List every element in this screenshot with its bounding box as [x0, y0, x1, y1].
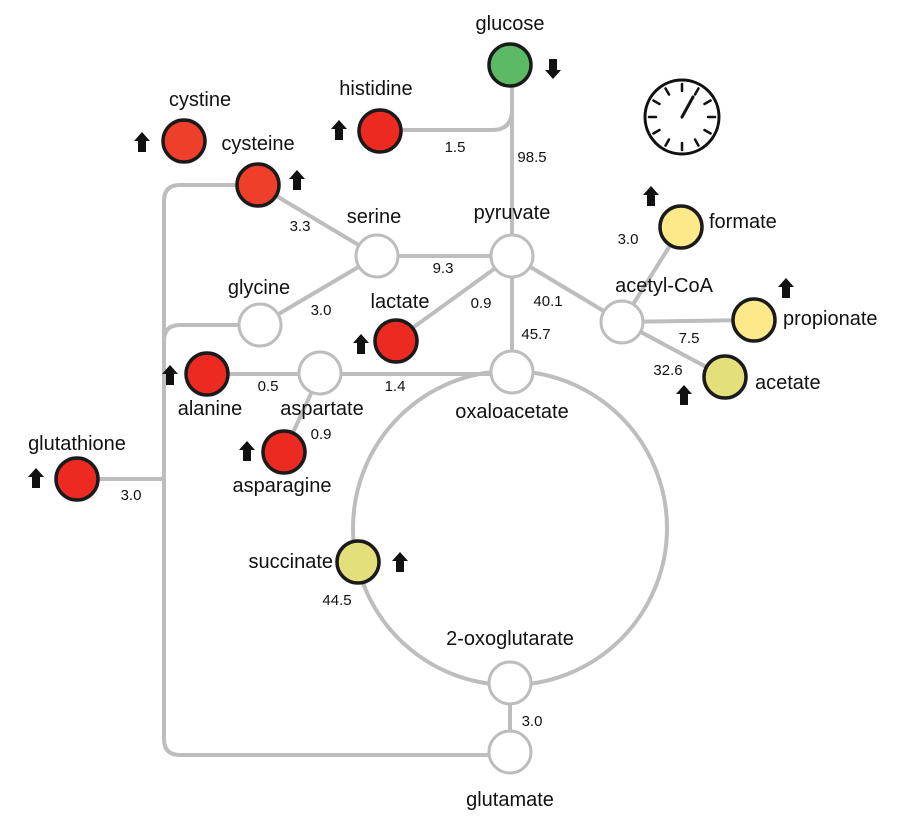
- edge-glycine-serine: [258, 254, 379, 327]
- arrow-up-icon: [134, 132, 150, 152]
- arrow-up-icon: [643, 186, 659, 206]
- flux-aspartate-oxaloacetate: 1.4: [385, 378, 406, 395]
- arrow-up-icon: [778, 278, 794, 298]
- formate-label: formate: [709, 211, 777, 233]
- flux-propionate: 7.5: [679, 330, 700, 347]
- arrow-up-icon: [353, 334, 369, 354]
- pyruvate-label: pyruvate: [474, 202, 551, 224]
- acetate-label: acetate: [755, 372, 821, 394]
- flux-asparagine: 0.9: [311, 426, 332, 443]
- arrow-up-icon: [331, 120, 347, 140]
- arrow-up-icon: [28, 468, 44, 488]
- flux-serine-pyruvate: 9.3: [433, 260, 454, 277]
- acetate-node: [702, 354, 748, 400]
- flux-histidine-pyruvate: 1.5: [445, 139, 466, 156]
- flux-glycine-serine: 3.0: [311, 302, 332, 319]
- oxoglutarate-node: [487, 660, 533, 706]
- lactate-node: [373, 318, 419, 364]
- arrow-up-icon: [676, 385, 692, 405]
- pyruvate-node: [489, 233, 535, 279]
- glycine-label: glycine: [228, 277, 290, 299]
- propionate-label: propionate: [783, 308, 878, 330]
- histidine-label: histidine: [339, 78, 412, 100]
- alanine-node: [184, 351, 230, 397]
- flux-glucose-pyruvate: 98.5: [517, 149, 546, 166]
- flux-alanine: 0.5: [258, 378, 279, 395]
- glucose-node: [487, 42, 533, 88]
- flux-lactate-pyruvate: 0.9: [471, 295, 492, 312]
- aspartate-label: aspartate: [280, 398, 363, 420]
- flux-labels: 1.5 98.5 3.3 9.3 3.0 0.9 40.1 45.7 3.0 7…: [121, 139, 700, 730]
- edge-left-bus: [162, 183, 512, 757]
- cysteine-node: [235, 162, 281, 208]
- glucose-label: glucose: [476, 13, 545, 35]
- cysteine-label: cysteine: [221, 133, 294, 155]
- arrow-up-icon: [239, 441, 255, 461]
- arrow-up-icon: [392, 552, 408, 572]
- oxaloacetate-node: [489, 349, 535, 395]
- arrow-down-icon: [545, 59, 561, 79]
- flux-glutathione: 3.0: [121, 487, 142, 504]
- edge-cysteine-serine: [256, 183, 379, 258]
- glutamate-label: glutamate: [466, 789, 554, 811]
- acetyl-coa-label: acetyl-CoA: [615, 275, 713, 297]
- oxaloacetate-label: oxaloacetate: [455, 401, 568, 423]
- glutamate-node: [487, 729, 533, 775]
- glutathione-label: glutathione: [28, 433, 126, 455]
- arrow-up-icon: [289, 170, 305, 190]
- oxoglutarate-label: 2-oxoglutarate: [446, 628, 574, 650]
- cystine-node: [161, 118, 207, 164]
- flux-formate: 3.0: [618, 231, 639, 248]
- flux-pyruvate-acetylcoa: 40.1: [533, 293, 562, 310]
- arrow-up-icon: [162, 365, 178, 385]
- glutathione-node: [54, 456, 100, 502]
- nodes: [54, 42, 777, 775]
- formate-node: [658, 204, 704, 250]
- edge-glycine-bus: [162, 323, 262, 343]
- flux-oxoglutarate-glutamate: 3.0: [522, 713, 543, 730]
- acetyl-coa-node: [599, 299, 645, 345]
- histidine-node: [357, 108, 403, 154]
- edge-lactate-pyruvate: [394, 254, 514, 342]
- lactate-label: lactate: [371, 291, 430, 313]
- asparagine-label: asparagine: [233, 475, 332, 497]
- asparagine-node: [261, 429, 307, 475]
- cystine-label: cystine: [169, 89, 231, 111]
- serine-label: serine: [347, 206, 401, 228]
- glycine-node: [237, 302, 283, 348]
- edge-histidine-pyruvate: [378, 108, 514, 132]
- succinate-node: [335, 539, 381, 585]
- succinate-label: succinate: [249, 551, 334, 573]
- flux-succinate: 44.5: [322, 592, 351, 609]
- alanine-label: alanine: [178, 398, 243, 420]
- metabolite-labels: glucose histidine cystine cysteine serin…: [28, 13, 877, 811]
- flux-cysteine-serine: 3.3: [290, 218, 311, 235]
- trend-arrows: [28, 59, 794, 572]
- aspartate-node: [297, 350, 343, 396]
- flux-acetate: 32.6: [653, 362, 682, 379]
- serine-node: [354, 233, 400, 279]
- flux-pyruvate-oxaloacetate: 45.7: [521, 326, 550, 343]
- propionate-node: [731, 297, 777, 343]
- clock-gauge-icon: [643, 78, 721, 156]
